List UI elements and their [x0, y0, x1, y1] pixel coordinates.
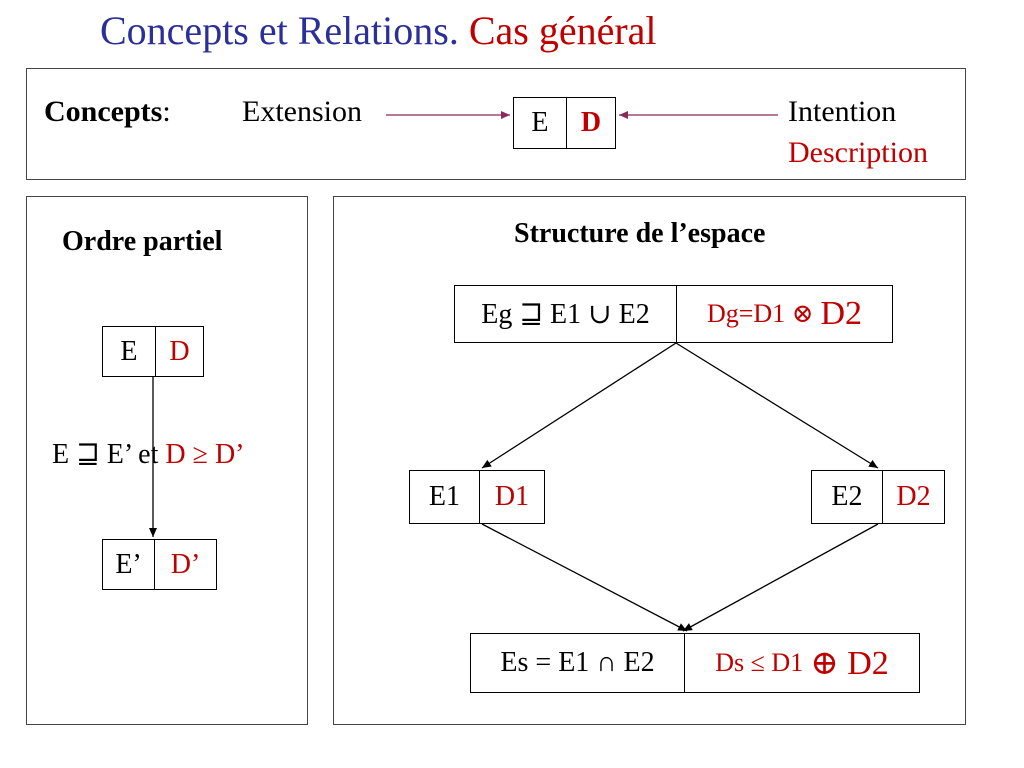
ordre-top-e: E: [120, 335, 138, 367]
title-sub: Cas général: [468, 8, 657, 53]
concept-box-description: D: [565, 98, 615, 148]
title-main: Concepts et Relations.: [100, 8, 459, 53]
structure-left-box: E1 D1: [409, 470, 545, 524]
ordre-bottom-e: E’: [115, 548, 142, 580]
structure-bottom-right: Ds ≤ D1 ⊕ D2: [684, 634, 919, 692]
ordre-bottom-box: E’ D’: [102, 539, 217, 590]
structure-heading: Structure de l’espace: [514, 218, 766, 249]
ordre-panel: [26, 196, 308, 725]
ordre-bottom-d: D’: [154, 540, 216, 589]
structure-bottom-box: Es = E1 ∩ E2 Ds ≤ D1 ⊕ D2: [470, 633, 920, 693]
top-to-left-arrow: [481, 342, 677, 469]
concepts-panel: [26, 68, 966, 180]
structure-right-d: D2: [881, 471, 944, 523]
right-to-bottom-arrow: [682, 523, 879, 632]
structure-right-e: E2: [831, 481, 863, 512]
structure-right-box: E2 D2: [811, 470, 945, 524]
structure-panel: [333, 196, 966, 725]
concept-box: E D: [513, 97, 616, 149]
extension-label: Extension: [242, 95, 362, 128]
ordre-heading: Ordre partiel: [62, 226, 223, 257]
structure-top-left: Eg ⊒ E1 ∪ E2: [481, 299, 650, 330]
intention-label: Intention: [788, 95, 897, 128]
description-label: Description: [788, 136, 928, 169]
concepts-label: Concepts:: [44, 95, 171, 128]
structure-left-d: D1: [478, 471, 544, 523]
left-to-bottom-arrow: [481, 523, 688, 632]
ordre-top-d: D: [154, 327, 203, 376]
concept-box-extension: E: [531, 107, 549, 138]
ordre-top-box: E D: [102, 326, 204, 377]
structure-bottom-left: Es = E1 ∩ E2: [500, 647, 655, 678]
ordre-relation: E ⊒ E’ et D ≥ D’: [52, 439, 245, 470]
structure-top-box: Eg ⊒ E1 ∪ E2 Dg=D1 ⊗ D2: [454, 285, 893, 343]
structure-top-right: Dg=D1 ⊗ D2: [675, 286, 892, 342]
top-to-right-arrow: [675, 342, 879, 469]
structure-left-e: E1: [428, 481, 461, 512]
